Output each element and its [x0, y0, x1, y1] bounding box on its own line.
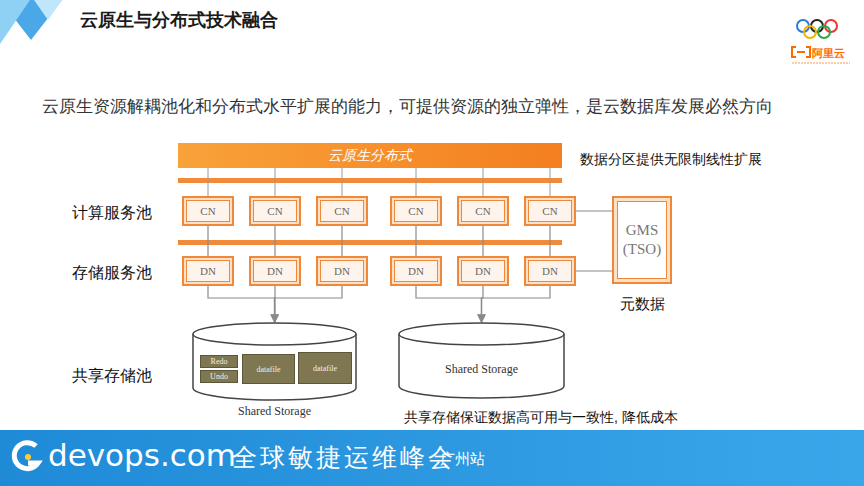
- node-text: CN: [267, 205, 282, 217]
- footer-city: 广州站: [440, 450, 485, 469]
- bus-link: [208, 168, 550, 196]
- node-text: Shared Storage: [192, 404, 357, 419]
- connector: [549, 226, 550, 256]
- node-text: CN: [542, 205, 557, 217]
- node-text: CN: [334, 205, 349, 217]
- connector: [482, 286, 551, 322]
- compute-node: CN: [457, 196, 509, 226]
- node-text: CN: [475, 205, 490, 217]
- node-text: CN: [408, 205, 423, 217]
- subtitle: 云原生资源解耦池化和分布式水平扩展的能力，可提供资源的独立弹性，是云数据库发展必…: [42, 95, 773, 118]
- storage-node: DN: [182, 256, 234, 286]
- node-text: DN: [408, 265, 424, 277]
- node-text: GMS (TSO): [620, 221, 664, 259]
- storage-cylinder: Shared Storage: [398, 322, 565, 398]
- row-label: 存储服务池: [72, 263, 152, 284]
- connector: [576, 270, 612, 271]
- g-logo: [14, 443, 38, 469]
- row-label: 计算服务池: [72, 203, 152, 224]
- node-text: DN: [334, 265, 350, 277]
- connector: [416, 286, 482, 322]
- note: 元数据: [620, 295, 665, 314]
- metadata-box: GMS (TSO): [612, 196, 672, 284]
- node-text: Shared Storage: [398, 362, 565, 377]
- footer-event: 全球敏捷运维峰会: [232, 441, 456, 474]
- connector: [576, 210, 612, 211]
- connector: [415, 226, 416, 256]
- node-text: DN: [200, 265, 216, 277]
- connector: [482, 226, 483, 256]
- corner-logo: [34, 0, 62, 20]
- node-text: datafile: [257, 365, 281, 374]
- bus-bar: [178, 240, 562, 245]
- connector: [208, 286, 275, 322]
- g-logo-dot: [25, 454, 31, 460]
- node-text: datafile: [313, 364, 337, 373]
- slide-title: 云原生与分布式技术融合: [80, 8, 278, 32]
- log-block: Redo: [200, 355, 238, 368]
- olympic-rings: [797, 20, 837, 38]
- node-text: DN: [267, 265, 283, 277]
- node-text: DN: [542, 265, 558, 277]
- storage-node: DN: [457, 256, 509, 286]
- connector: [274, 226, 275, 256]
- aliyun-icon: [792, 47, 810, 57]
- compute-node: CN: [316, 196, 368, 226]
- node-text: DN: [475, 265, 491, 277]
- compute-node: CN: [390, 196, 442, 226]
- storage-node: DN: [249, 256, 301, 286]
- connector: [207, 226, 208, 256]
- cylinder-outline: [398, 322, 565, 398]
- compute-node: CN: [182, 196, 234, 226]
- node-text: 云原生分布式: [328, 147, 412, 165]
- node-text: Redo: [211, 357, 228, 366]
- connector: [275, 286, 343, 322]
- footer-band: [0, 430, 864, 486]
- node-text: CN: [200, 205, 215, 217]
- storage-cylinder: Shared StorageRedoUndodatafiledatafile: [192, 322, 357, 400]
- footer-brand: devops.com: [48, 437, 236, 473]
- datafile-block: datafile: [242, 354, 295, 384]
- node-text: Undo: [210, 372, 228, 381]
- row-label: 共享存储池: [72, 366, 152, 387]
- corner-logo: [0, 0, 30, 44]
- note: 共享存储保证数据高可用与一致性, 降低成本: [404, 409, 678, 427]
- logo-rule: [792, 63, 850, 64]
- log-block: Undo: [200, 370, 238, 383]
- bus-bar: [178, 178, 562, 183]
- storage-node: DN: [316, 256, 368, 286]
- storage-node: DN: [390, 256, 442, 286]
- datafile-block: datafile: [298, 352, 352, 384]
- brand-logo: 阿里云: [812, 46, 845, 61]
- compute-node: CN: [524, 196, 576, 226]
- connector: [341, 226, 342, 256]
- header-band: 云原生分布式: [178, 143, 562, 168]
- note: 数据分区提供无限制线性扩展: [580, 151, 762, 169]
- storage-node: DN: [524, 256, 576, 286]
- compute-node: CN: [249, 196, 301, 226]
